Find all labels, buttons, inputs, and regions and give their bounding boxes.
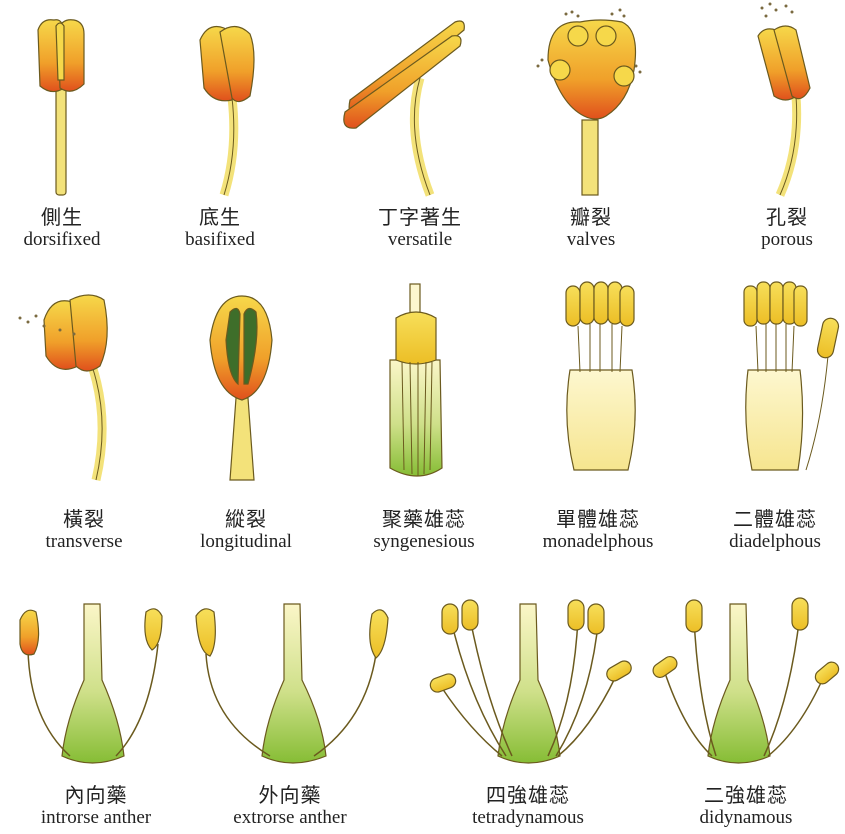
caption-didynamous: 二強雄蕊 didynamous xyxy=(666,784,826,829)
caption-porous: 孔裂 porous xyxy=(707,206,845,251)
caption-tetradynamous: 四強雄蕊 tetradynamous xyxy=(448,784,608,829)
caption-zh: 丁字著生 xyxy=(340,206,500,229)
caption-longitudinal: 縱裂 longitudinal xyxy=(166,508,326,553)
syngenesious-stamen xyxy=(390,284,442,476)
caption-versatile: 丁字著生 versatile xyxy=(340,206,500,251)
introrse-anther-stamen xyxy=(20,604,162,763)
dorsifixed-stamen xyxy=(38,20,84,195)
tetradynamous-stamen xyxy=(428,600,633,763)
caption-zh: 橫裂 xyxy=(4,508,164,531)
caption-basifixed: 底生 basifixed xyxy=(140,206,300,251)
caption-zh: 瓣裂 xyxy=(511,206,671,229)
caption-zh: 二強雄蕊 xyxy=(666,784,826,807)
diadelphous-stamen xyxy=(744,282,840,470)
caption-en: porous xyxy=(707,229,845,251)
caption-zh: 二體雄蕊 xyxy=(695,508,845,531)
caption-en: extrorse anther xyxy=(210,807,370,829)
porous-stamen xyxy=(758,3,810,196)
longitudinal-stamen xyxy=(210,296,272,480)
caption-zh: 四強雄蕊 xyxy=(448,784,608,807)
extrorse-anther-stamen xyxy=(196,604,388,763)
caption-transverse: 橫裂 transverse xyxy=(4,508,164,553)
caption-zh: 孔裂 xyxy=(707,206,845,229)
caption-en: tetradynamous xyxy=(448,807,608,829)
monadelphous-stamen xyxy=(566,282,635,470)
caption-en: dorsifixed xyxy=(0,229,142,251)
caption-en: syngenesious xyxy=(344,531,504,553)
caption-en: versatile xyxy=(340,229,500,251)
caption-zh: 內向藥 xyxy=(16,784,176,807)
caption-diadelphous: 二體雄蕊 diadelphous xyxy=(695,508,845,553)
caption-valves: 瓣裂 valves xyxy=(511,206,671,251)
caption-zh: 單體雄蕊 xyxy=(518,508,678,531)
transverse-stamen xyxy=(19,295,108,480)
basifixed-stamen xyxy=(200,26,254,195)
caption-en: introrse anther xyxy=(16,807,176,829)
caption-zh: 側生 xyxy=(0,206,142,229)
didynamous-stamen xyxy=(650,598,841,763)
caption-zh: 聚藥雄蕊 xyxy=(344,508,504,531)
caption-introrse-anther: 內向藥 introrse anther xyxy=(16,784,176,829)
caption-en: monadelphous xyxy=(518,531,678,553)
caption-monadelphous: 單體雄蕊 monadelphous xyxy=(518,508,678,553)
valves-stamen xyxy=(537,9,642,196)
caption-en: basifixed xyxy=(140,229,300,251)
caption-en: didynamous xyxy=(666,807,826,829)
caption-zh: 底生 xyxy=(140,206,300,229)
caption-dorsifixed: 側生 dorsifixed xyxy=(0,206,142,251)
caption-en: diadelphous xyxy=(695,531,845,553)
caption-en: longitudinal xyxy=(166,531,326,553)
caption-en: transverse xyxy=(4,531,164,553)
caption-extrorse-anther: 外向藥 extrorse anther xyxy=(210,784,370,829)
caption-zh: 外向藥 xyxy=(210,784,370,807)
caption-syngenesious: 聚藥雄蕊 syngenesious xyxy=(344,508,504,553)
caption-zh: 縱裂 xyxy=(166,508,326,531)
versatile-stamen xyxy=(344,21,464,195)
caption-en: valves xyxy=(511,229,671,251)
